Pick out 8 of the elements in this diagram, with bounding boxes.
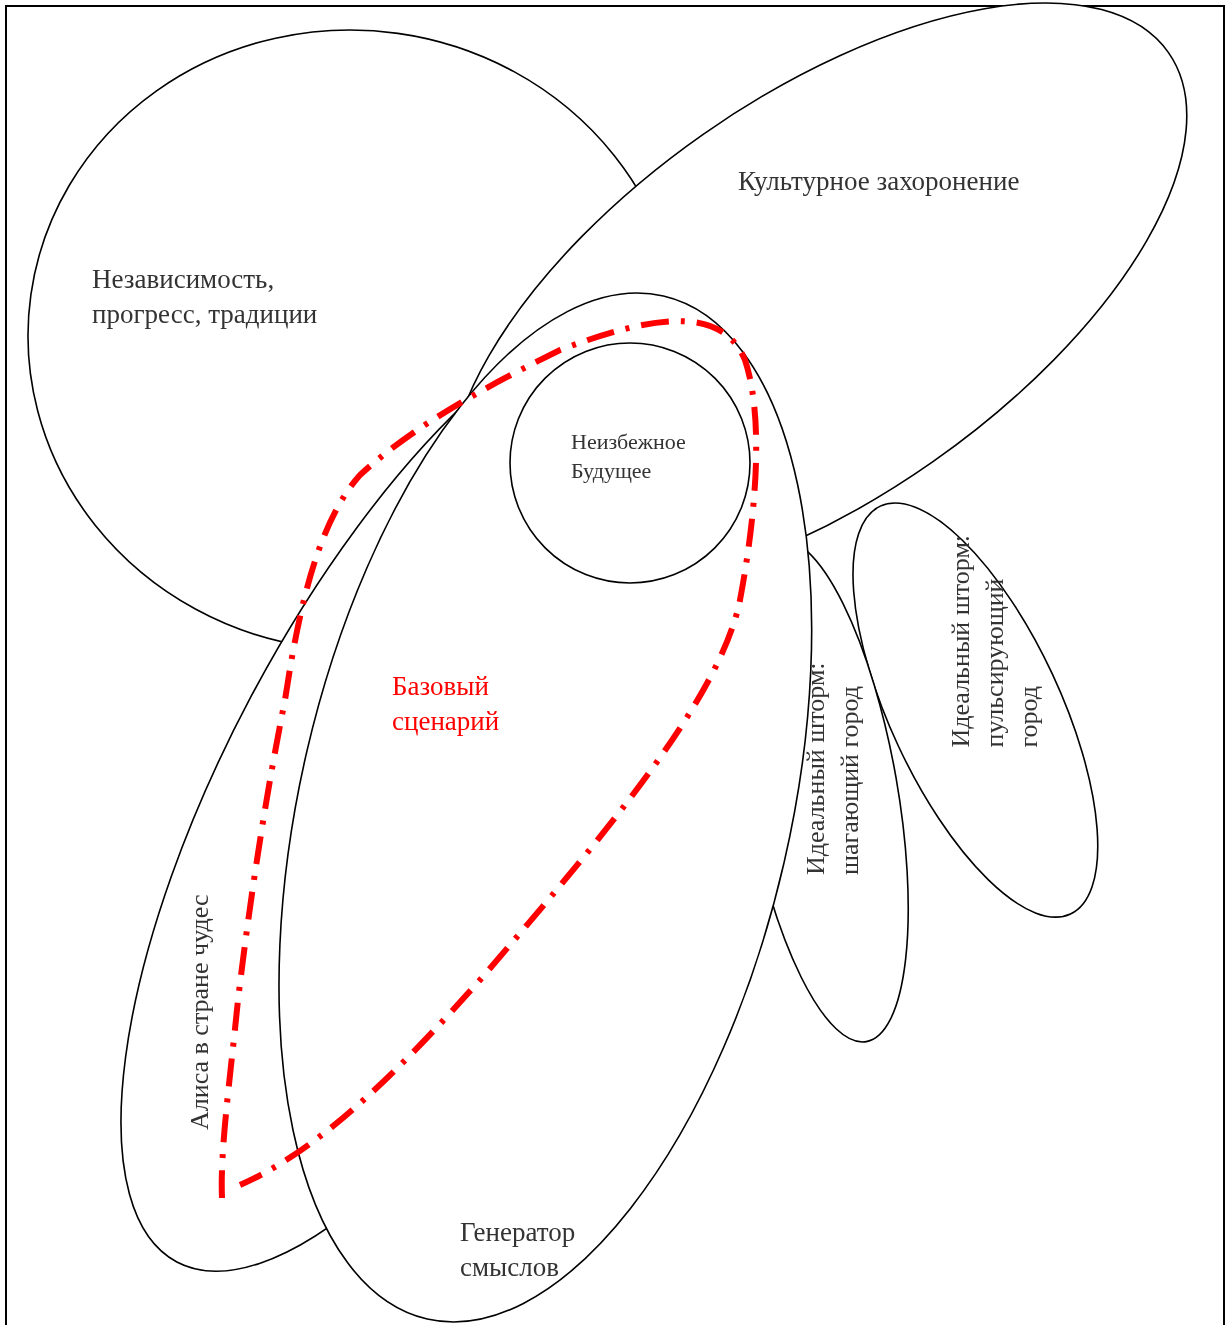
region-label: Идеальный шторм: пульсирующий город	[945, 533, 1044, 748]
region-label: Генератор смыслов	[460, 1215, 577, 1284]
region-label: Независимость, прогресс, традиции	[92, 262, 319, 331]
region-label: Базовый сценарий	[392, 669, 501, 738]
region-label: Культурное захоронение	[738, 165, 1021, 199]
region-label: Алиса в стране чудес	[184, 893, 216, 1130]
region-label: Идеальный шторм: шагающий город	[800, 661, 865, 875]
region-label: Неизбежное Будущее	[571, 428, 687, 485]
